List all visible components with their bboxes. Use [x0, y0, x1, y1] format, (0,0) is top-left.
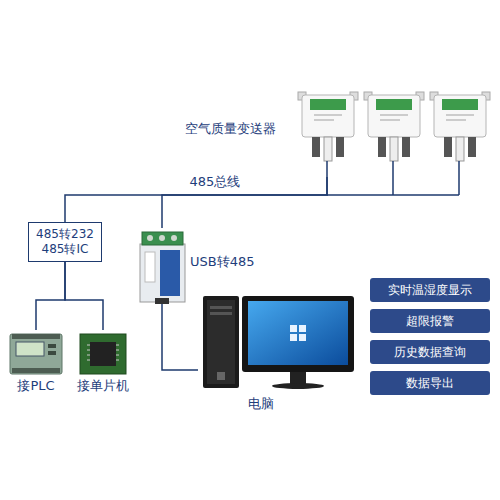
plc-device [16, 342, 44, 356]
mcu-board [87, 350, 90, 351]
computer [210, 306, 232, 309]
mcu-board [116, 360, 119, 361]
usb-converter [140, 232, 185, 304]
plc-node: 接PLC [5, 330, 67, 398]
plc-device [10, 334, 62, 374]
computer-node: 电脑 [198, 292, 358, 414]
mcu-board [116, 345, 119, 346]
button-label: 实时温湿度显示 [388, 283, 472, 298]
plc-device [12, 368, 60, 373]
function-button: 数据导出 [370, 371, 490, 395]
mcu-board [90, 342, 116, 366]
usb-converter [147, 235, 153, 241]
sensor-device [364, 92, 424, 177]
sensor-group: 空气质量变送器 [175, 85, 495, 177]
computer [210, 312, 232, 315]
usb-converter-node: USB转485 [138, 228, 253, 304]
function-button: 历史数据查询 [370, 340, 490, 364]
usb-converter [140, 244, 185, 302]
button-label: 数据导出 [406, 376, 454, 391]
usb-converter [159, 235, 165, 241]
mcu-board [116, 350, 119, 351]
usb-converter [142, 232, 183, 245]
computer [242, 296, 354, 372]
mcu-board [87, 345, 90, 346]
edge-label: 485总线 [187, 174, 244, 190]
mcu-board [87, 345, 119, 360]
computer [217, 372, 225, 380]
sensor-device [430, 92, 490, 177]
computer [299, 334, 306, 341]
mcu-board [87, 360, 90, 361]
button-label: 超限报警 [406, 314, 454, 329]
computer [203, 296, 239, 388]
computer [248, 301, 348, 365]
bus-wire [392, 177, 394, 195]
usb-converter [171, 235, 177, 241]
computer [290, 372, 306, 384]
bus-connector [65, 262, 103, 330]
plc-device [48, 351, 56, 355]
computer [299, 325, 306, 332]
usb-converter [160, 250, 180, 296]
mcu-board [87, 355, 90, 356]
mcu-node: 接单片机 [72, 330, 134, 398]
node-label: 485转232 485转IC [35, 227, 95, 257]
node-label: 接单片机 [72, 378, 134, 394]
function-button: 实时温湿度显示 [370, 278, 490, 302]
bus-wire [327, 177, 459, 195]
sensor-device [298, 92, 490, 177]
mcu-board [80, 334, 126, 374]
mcu-board [80, 334, 126, 374]
usb-converter [145, 252, 155, 282]
converter-box: 485转232 485转IC [28, 222, 102, 262]
bus-wire [458, 177, 460, 195]
bus-connector [36, 262, 65, 330]
sensor-device [298, 92, 358, 177]
button-label: 历史数据查询 [394, 345, 466, 360]
computer [290, 325, 306, 341]
function-button: 超限报警 [370, 309, 490, 333]
node-label: USB转485 [190, 254, 255, 270]
computer [272, 383, 324, 389]
computer [290, 325, 297, 332]
bus-connector [162, 304, 198, 370]
plc-device [48, 344, 56, 348]
node-label: 接PLC [5, 378, 67, 394]
computer [207, 300, 235, 384]
plc-device [12, 334, 60, 339]
plc-device [10, 334, 62, 374]
computer [203, 296, 354, 389]
mcu-board [116, 355, 119, 356]
usb-converter [155, 298, 169, 304]
computer [290, 334, 297, 341]
node-label: 空气质量变送器 [185, 121, 276, 137]
node-label: 电脑 [248, 396, 274, 412]
